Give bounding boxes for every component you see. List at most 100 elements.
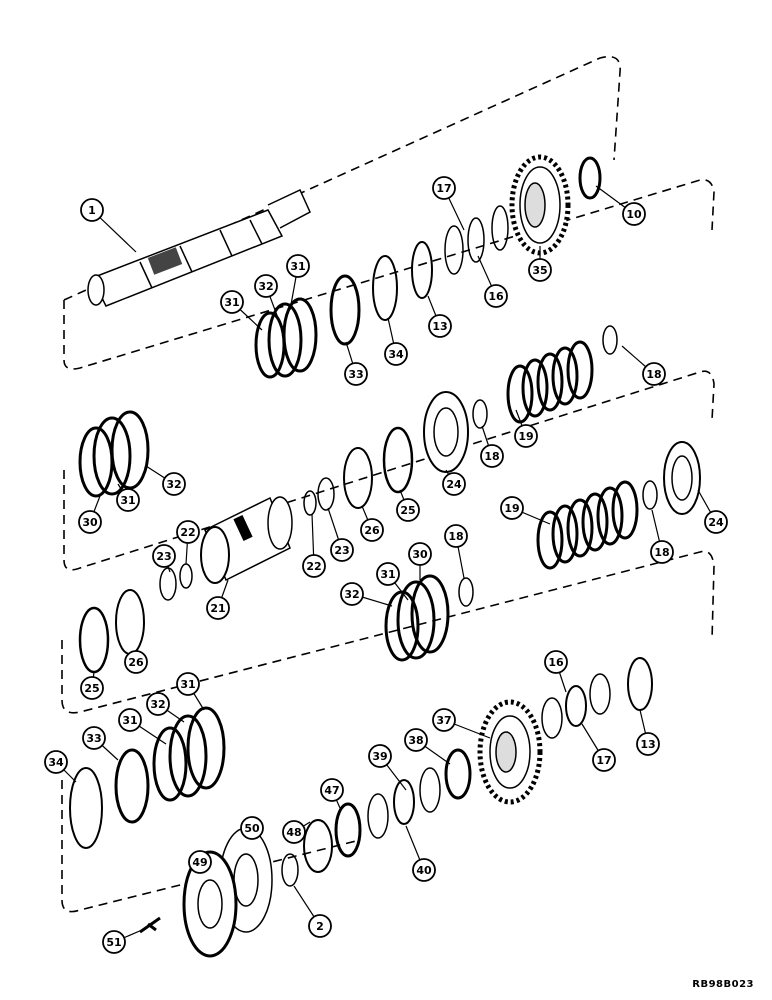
callout-number: 31 [380,568,395,581]
callout-number: 23 [156,550,171,563]
callout-bubble [330,538,354,562]
callout-number: 18 [646,368,661,381]
callout-number: 38 [408,734,423,747]
callout-number: 39 [372,750,387,763]
callout-bubble [286,254,310,278]
callout-bubble [176,672,200,696]
callout-32: 32 [146,692,185,723]
callout-32: 32 [254,274,279,319]
callout-bubble [176,520,200,544]
parts [69,154,701,958]
clutch-pack-lower [152,706,226,802]
callout-18: 18 [650,509,674,564]
callout-number: 19 [518,430,533,443]
ring-16d [589,673,611,715]
callout-bubble [254,274,278,298]
callout-13: 13 [636,709,660,756]
callout-bubble [650,540,674,564]
callout-bubble [408,542,432,566]
callout-31: 31 [118,708,167,745]
callout-bubble [146,692,170,716]
callout-number: 24 [446,478,462,491]
clutch-pack-left [78,410,150,498]
callout-number: 24 [708,516,724,529]
ring-13 [411,241,433,299]
callout-number: 31 [180,678,195,691]
callout-number: 10 [626,208,642,221]
group-outline-1 [63,55,715,370]
callout-bubble [80,676,104,700]
callout-bubble [116,488,140,512]
callout-number: 40 [416,864,432,877]
callout-bubble [396,498,420,522]
callout-19: 19 [500,496,551,525]
callout-bubble [82,726,106,750]
callout-number: 17 [596,754,611,767]
assembly-group-outlines [61,55,715,913]
ring-2 [281,853,299,887]
callout-18: 18 [444,524,468,579]
callout-bubble [302,554,326,578]
callout-number: 18 [448,530,463,543]
callout-24: 24 [697,489,728,534]
callout-number: 18 [484,450,499,463]
piston-24-upper [423,391,469,473]
ring-16b [467,217,485,263]
callout-37: 37 [432,708,491,739]
callout-21: 21 [206,579,230,620]
callout-number: 1 [88,204,96,217]
callout-49: 49 [188,850,212,874]
ring-18b [472,399,488,429]
callout-40: 40 [405,825,436,882]
callout-32: 32 [145,465,186,496]
callout-bubble [622,202,646,226]
race-48 [303,819,333,873]
callout-number: 35 [532,264,547,277]
callout-bubble [412,858,436,882]
callout-47: 47 [320,778,344,809]
callout-bubble [118,708,142,732]
callout-number: 30 [82,516,98,529]
callout-number: 26 [364,524,380,537]
callout-50: 50 [240,816,264,840]
housing-49 [182,850,238,958]
callout-33: 33 [344,341,368,386]
callout-23: 23 [327,507,354,562]
callout-number: 22 [306,560,321,573]
callout-19: 19 [514,409,538,448]
callout-bubble [44,750,68,774]
clutch-pack-top [254,297,318,379]
callout-32: 32 [340,582,393,607]
callout-23: 23 [152,544,176,573]
callout-18: 18 [621,345,666,386]
callout-2: 2 [293,885,332,938]
ring-16a [491,205,509,251]
ring-26a [343,447,373,509]
callout-bubble [360,518,384,542]
callout-10: 10 [595,185,646,226]
callout-24: 24 [442,469,466,496]
callout-31: 31 [176,672,205,711]
callout-48: 48 [282,820,311,844]
callout-bubble [124,650,148,674]
ring-18a [602,325,618,355]
callout-number: 16 [548,656,564,669]
plate-33b [114,748,150,824]
group-outline-2 [63,370,715,571]
ring-22a [303,490,317,516]
callout-bubble [592,748,616,772]
callout-31: 31 [220,290,263,331]
callout-bubble [514,424,538,448]
callout-number: 30 [412,548,428,561]
callout-bubble [162,472,186,496]
callout-16: 16 [477,255,508,308]
piston-24-lower [663,441,701,515]
callout-31: 31 [376,562,409,601]
callout-bubble [206,596,230,620]
callout-number: 31 [120,494,135,507]
callout-1: 1 [80,198,137,253]
callout-bubble [500,496,524,520]
callout-bubble [484,284,508,308]
